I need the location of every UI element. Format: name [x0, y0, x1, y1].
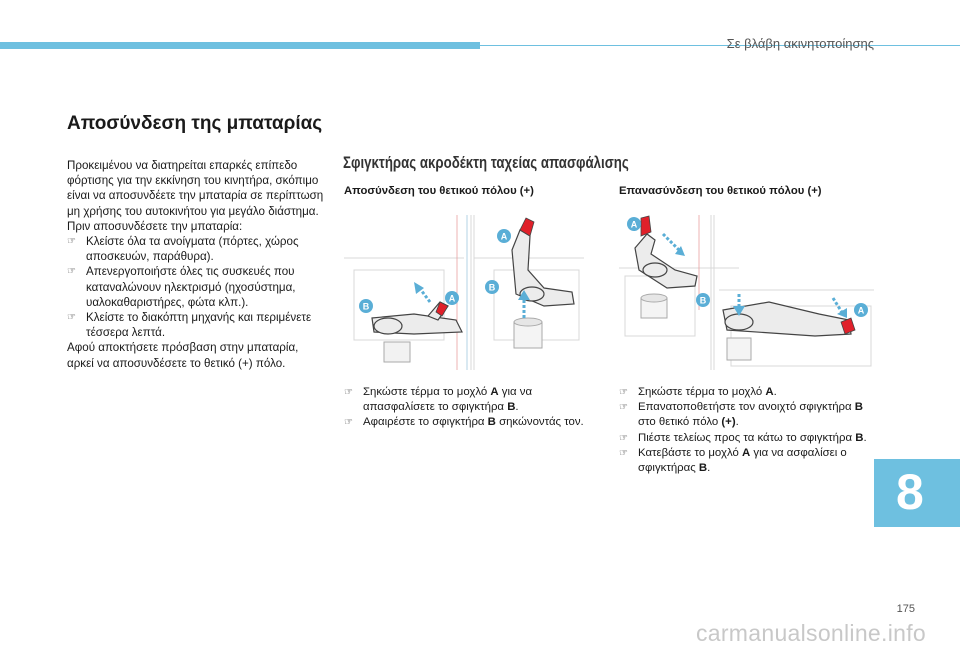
section-title: Σε βλάβη ακινητοποίησης — [726, 36, 874, 51]
list-item: ☞Κατεβάστε το μοχλό A για να ασφαλίσει ο… — [619, 446, 847, 475]
intro-paragraph: Προκειμένου να διατηρείται επαρκές επίπε… — [67, 159, 324, 218]
list-item: ☞Κλείστε το διακόπτη μηχανής και περιμέν… — [67, 311, 312, 340]
before-label: Πριν αποσυνδέσετε την μπαταρία: — [67, 219, 243, 233]
pointing-hand-icon: ☞ — [67, 236, 76, 248]
intro-column: Προκειμένου να διατηρείται επαρκές επίπε… — [67, 158, 327, 371]
label-b: B — [363, 302, 370, 312]
label-b: B — [700, 296, 707, 306]
disconnect-heading: Αποσύνδεση του θετικού πόλου (+) — [344, 185, 534, 197]
list-item: ☞Επανατοποθετήστε τον ανοιχτό σφιγκτήρα … — [619, 401, 864, 429]
page-heading: Αποσύνδεση της μπαταρίας — [67, 113, 323, 134]
label-a: A — [449, 294, 456, 304]
list-item: ☞Αφαιρέστε το σφιγκτήρα B σηκώνοντάς τον… — [344, 415, 599, 430]
label-a: A — [501, 232, 508, 242]
pointing-hand-icon: ☞ — [619, 387, 628, 398]
reconnect-illustration: A B A — [619, 215, 874, 370]
before-list: ☞Κλείστε όλα τα ανοίγματα (πόρτες, χώρος… — [67, 234, 327, 340]
pointing-hand-icon: ☞ — [67, 266, 76, 278]
header-rule — [480, 45, 960, 46]
page-number: 175 — [896, 603, 915, 615]
after-paragraph: Αφού αποκτήσετε πρόσβαση στην μπαταρία, … — [67, 341, 299, 370]
watermark: carmanualsonline.info — [695, 620, 926, 646]
list-item: ☞Σηκώστε τέρμα το μοχλό A για να απασφαλ… — [344, 386, 533, 414]
disconnect-illustration: B A B A — [344, 215, 584, 370]
header-accent-bar — [0, 42, 480, 49]
pointing-hand-icon: ☞ — [619, 432, 628, 444]
pointing-hand-icon: ☞ — [67, 312, 76, 324]
list-item: ☞Απενεργοποιήστε όλες τις συσκευές που κ… — [67, 265, 296, 309]
label-a: A — [631, 220, 638, 230]
pointing-hand-icon: ☞ — [619, 447, 628, 459]
disconnect-steps: ☞Σηκώστε τέρμα το μοχλό A για να απασφαλ… — [344, 385, 599, 431]
reconnect-steps: ☞Σηκώστε τέρμα το μοχλό A. ☞Επανατοποθετ… — [619, 385, 881, 476]
pointing-hand-icon: ☞ — [344, 417, 353, 429]
pointing-hand-icon: ☞ — [619, 402, 628, 414]
pointing-hand-icon: ☞ — [344, 387, 353, 398]
label-a: A — [858, 306, 865, 316]
chapter-number: 8 — [896, 464, 924, 520]
list-item: ☞Πιέστε τελείως προς τα κάτω το σφιγκτήρ… — [619, 431, 881, 446]
list-item: ☞Κλείστε όλα τα ανοίγματα (πόρτες, χώρος… — [67, 235, 299, 264]
label-b: B — [489, 283, 496, 293]
reconnect-heading: Επανασύνδεση του θετικού πόλου (+) — [619, 185, 822, 197]
chapter-tab: 8 — [874, 459, 960, 527]
list-item: ☞Σηκώστε τέρμα το μοχλό A. — [619, 385, 881, 400]
quick-release-heading: Σφιγκτήρας ακροδέκτη ταχείας απασφάλισης — [343, 153, 629, 172]
